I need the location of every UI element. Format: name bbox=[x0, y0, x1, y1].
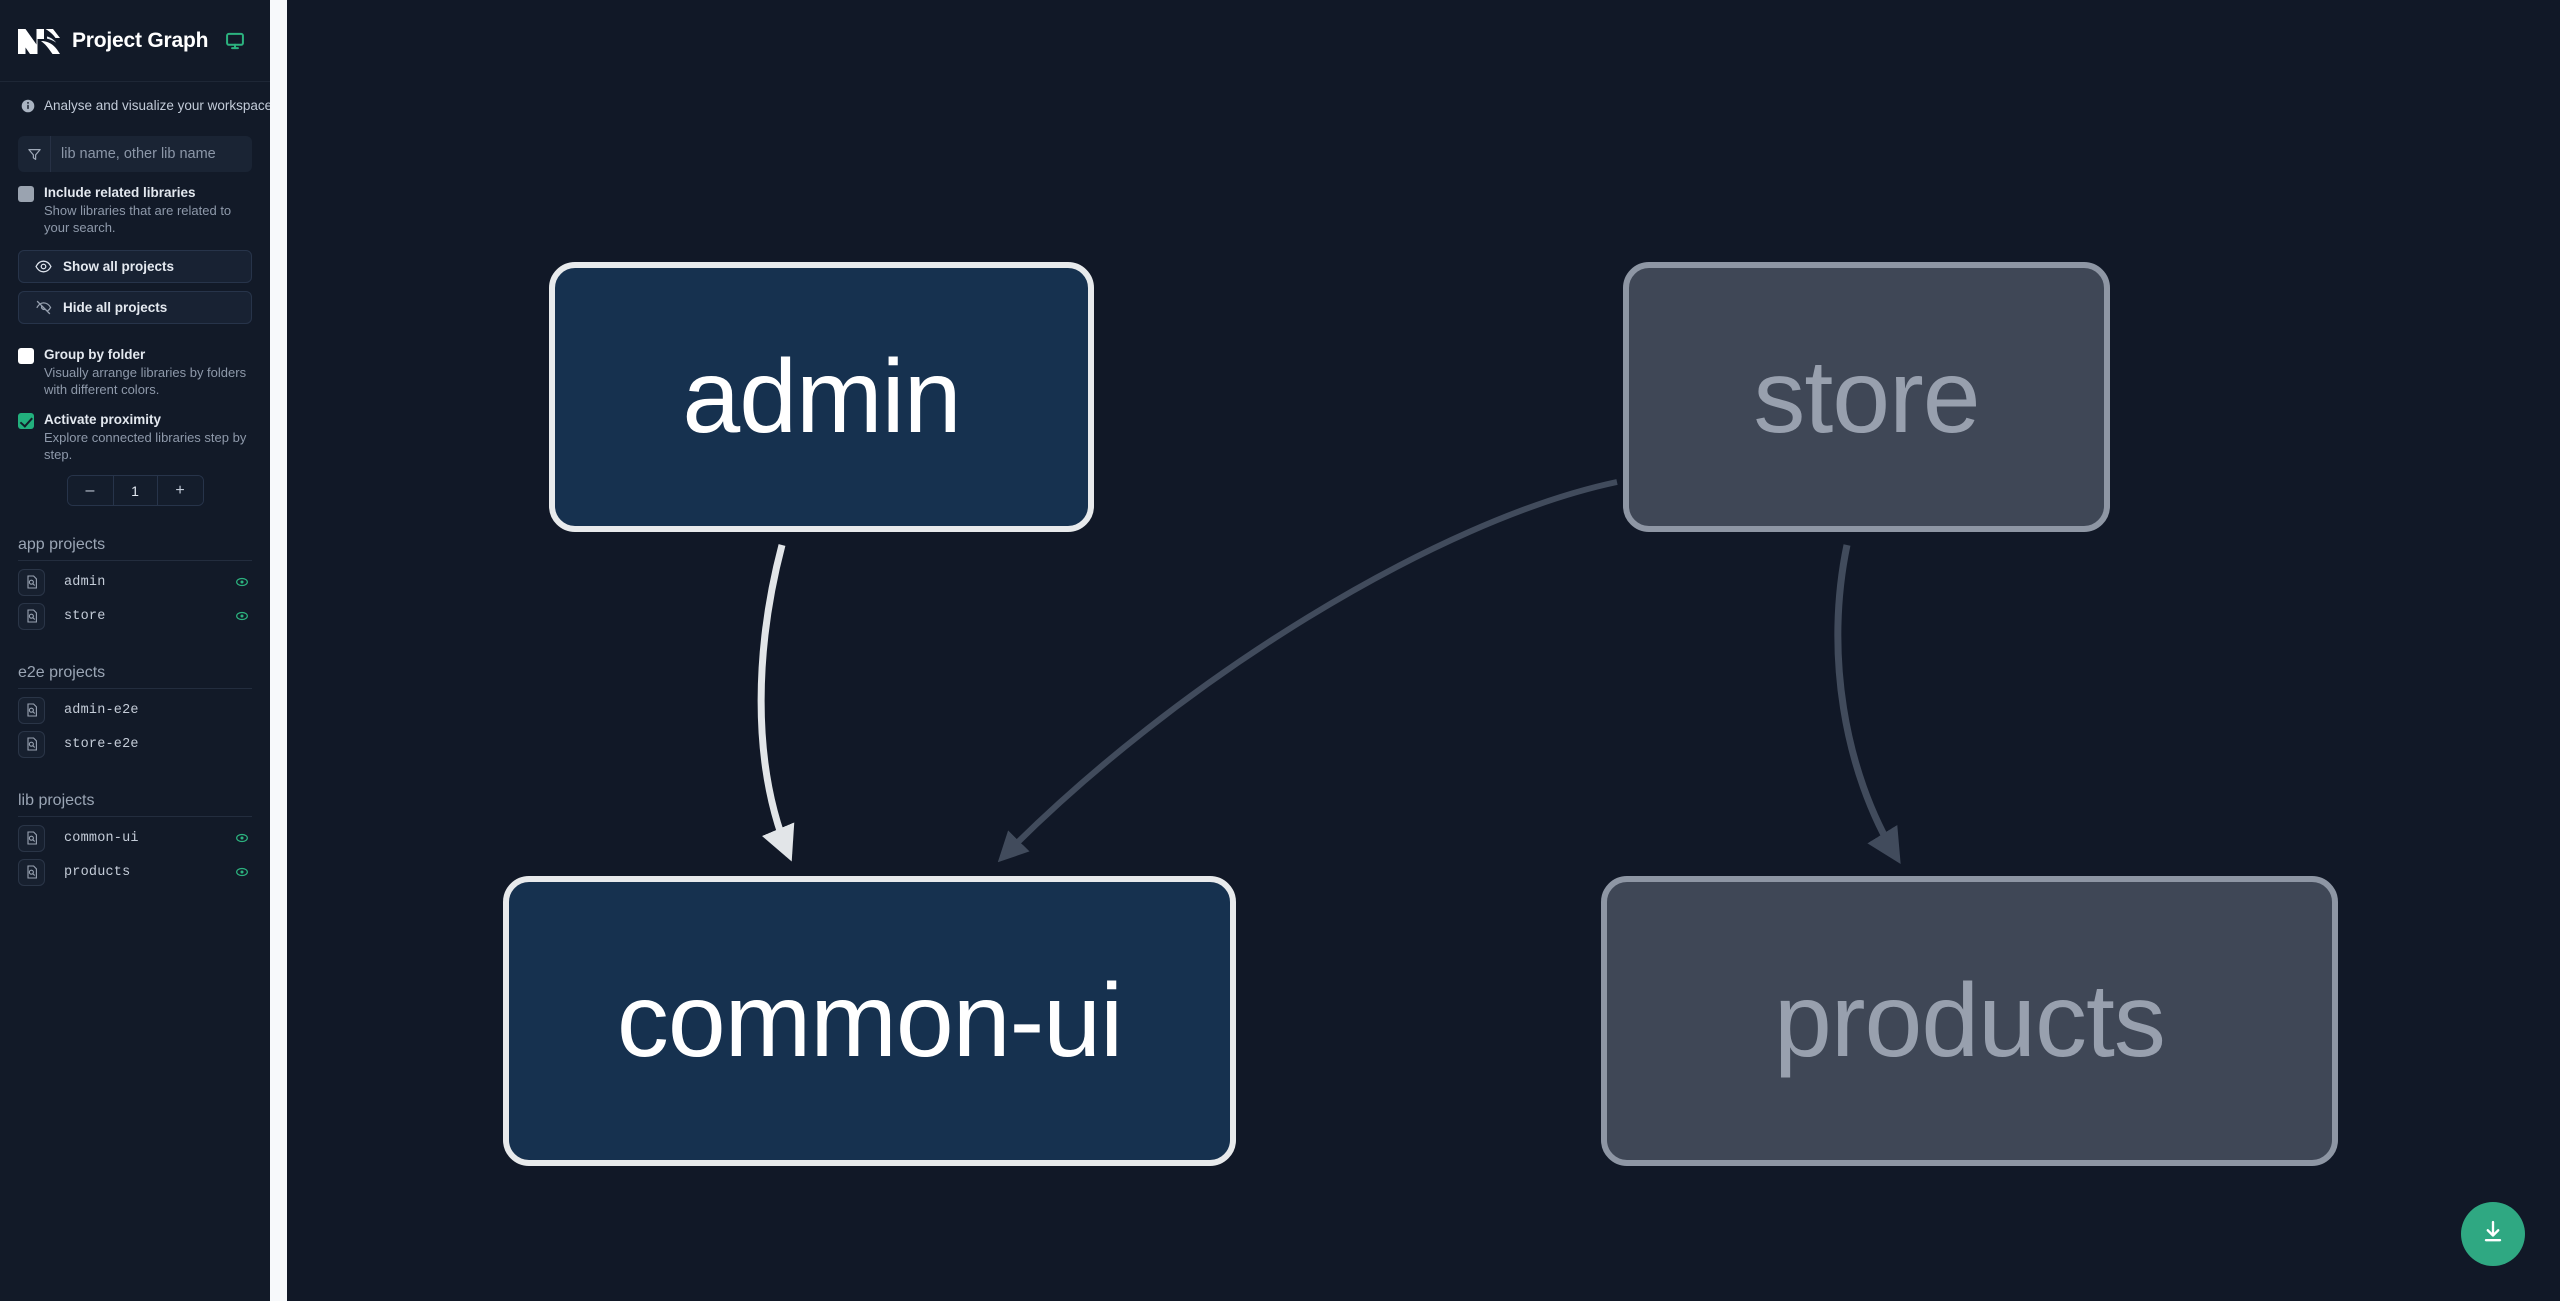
project-row-common-ui[interactable]: common-ui bbox=[18, 821, 252, 855]
option-include-related-libraries[interactable]: Include related libraries Show libraries… bbox=[0, 172, 270, 236]
project-visibility-eye-icon[interactable] bbox=[232, 572, 252, 592]
proximity-decrement-button[interactable]: – bbox=[67, 476, 113, 505]
eye-icon bbox=[35, 258, 52, 275]
proximity-stepper-wrap: – 1 + bbox=[0, 463, 270, 506]
project-row-store[interactable]: store bbox=[18, 599, 252, 633]
project-row-products[interactable]: products bbox=[18, 855, 252, 889]
search-bar[interactable] bbox=[18, 136, 252, 172]
sidebar-resize-divider[interactable] bbox=[270, 0, 287, 1301]
info-icon bbox=[20, 98, 35, 113]
checkbox-activate-proximity[interactable] bbox=[18, 413, 34, 429]
project-name: common-ui bbox=[64, 830, 139, 846]
proximity-value: 1 bbox=[112, 476, 158, 505]
node-label: store bbox=[1753, 339, 1980, 455]
group-title-app-projects: app projects bbox=[18, 536, 252, 561]
option-title: Group by folder bbox=[44, 347, 146, 362]
project-name: admin-e2e bbox=[64, 702, 139, 718]
edge-store-to-common-ui bbox=[997, 479, 1618, 863]
proximity-stepper: – 1 + bbox=[66, 475, 204, 506]
project-name: admin bbox=[64, 574, 106, 590]
project-file-icon bbox=[18, 568, 45, 596]
eye-off-icon bbox=[35, 299, 52, 316]
project-file-icon bbox=[18, 696, 45, 724]
sidebar: Project Graph Analyse and visualize your… bbox=[0, 0, 276, 1301]
edge-admin-to-common-ui bbox=[757, 544, 795, 862]
monitor-icon[interactable] bbox=[224, 30, 246, 52]
graph-node-store[interactable]: store bbox=[1623, 262, 2110, 532]
project-file-icon bbox=[18, 730, 45, 758]
option-activate-proximity[interactable]: Activate proximity Explore connected lib… bbox=[0, 398, 270, 463]
graph-edges bbox=[757, 479, 1901, 864]
show-all-projects-label: Show all projects bbox=[63, 259, 175, 274]
edge-store-to-products bbox=[1834, 544, 1901, 864]
project-visibility-eye-icon[interactable] bbox=[232, 606, 252, 626]
checkbox-group-by-folder[interactable] bbox=[18, 348, 34, 364]
proximity-increment-button[interactable]: + bbox=[157, 476, 203, 505]
project-name: store-e2e bbox=[64, 736, 139, 752]
project-row-store-e2e[interactable]: store-e2e bbox=[18, 727, 252, 761]
option-title: Include related libraries bbox=[44, 185, 196, 200]
filter-icon bbox=[18, 136, 51, 172]
option-title: Activate proximity bbox=[44, 412, 162, 427]
hide-all-projects-label: Hide all projects bbox=[63, 300, 168, 315]
hide-all-projects-button[interactable]: Hide all projects bbox=[18, 291, 252, 324]
project-list: app projects admin bbox=[0, 536, 270, 889]
project-file-icon bbox=[18, 824, 45, 852]
option-description: Explore connected libraries step by step… bbox=[44, 430, 247, 462]
node-label: common-ui bbox=[616, 963, 1123, 1079]
tagline: Analyse and visualize your workspace. bbox=[0, 82, 276, 125]
nx-logo-icon bbox=[16, 19, 62, 63]
graph-node-products[interactable]: products bbox=[1601, 876, 2338, 1166]
project-row-admin[interactable]: admin bbox=[18, 565, 252, 599]
sidebar-header: Project Graph bbox=[0, 0, 270, 82]
option-group-by-folder[interactable]: Group by folder Visually arrange librari… bbox=[0, 324, 270, 398]
project-file-icon bbox=[18, 602, 45, 630]
project-visibility-eye-slot[interactable] bbox=[232, 700, 252, 720]
graph-node-admin[interactable]: admin bbox=[549, 262, 1094, 532]
download-graph-button[interactable] bbox=[2461, 1202, 2525, 1266]
graph-canvas[interactable]: admin store common-ui products bbox=[287, 0, 2560, 1301]
page-title: Project Graph bbox=[72, 28, 209, 52]
option-description: Visually arrange libraries by folders wi… bbox=[44, 365, 247, 397]
node-label: products bbox=[1774, 963, 2166, 1079]
option-description: Show libraries that are related to your … bbox=[44, 203, 232, 235]
project-name: products bbox=[64, 864, 131, 880]
group-title-lib-projects: lib projects bbox=[18, 792, 252, 817]
show-all-projects-button[interactable]: Show all projects bbox=[18, 250, 252, 283]
tagline-text: Analyse and visualize your workspace. bbox=[44, 98, 276, 113]
project-visibility-eye-icon[interactable] bbox=[232, 828, 252, 848]
download-icon bbox=[2479, 1218, 2507, 1251]
visibility-buttons: Show all projects Hide all projects bbox=[0, 236, 270, 324]
project-visibility-eye-slot[interactable] bbox=[232, 734, 252, 754]
checkbox-include-related-libraries[interactable] bbox=[18, 186, 34, 202]
project-file-icon bbox=[18, 858, 45, 886]
project-name: store bbox=[64, 608, 106, 624]
node-label: admin bbox=[682, 339, 961, 455]
group-title-e2e-projects: e2e projects bbox=[18, 664, 252, 689]
project-visibility-eye-icon[interactable] bbox=[232, 862, 252, 882]
project-row-admin-e2e[interactable]: admin-e2e bbox=[18, 693, 252, 727]
graph-node-common-ui[interactable]: common-ui bbox=[503, 876, 1236, 1166]
search-input[interactable] bbox=[51, 136, 252, 172]
